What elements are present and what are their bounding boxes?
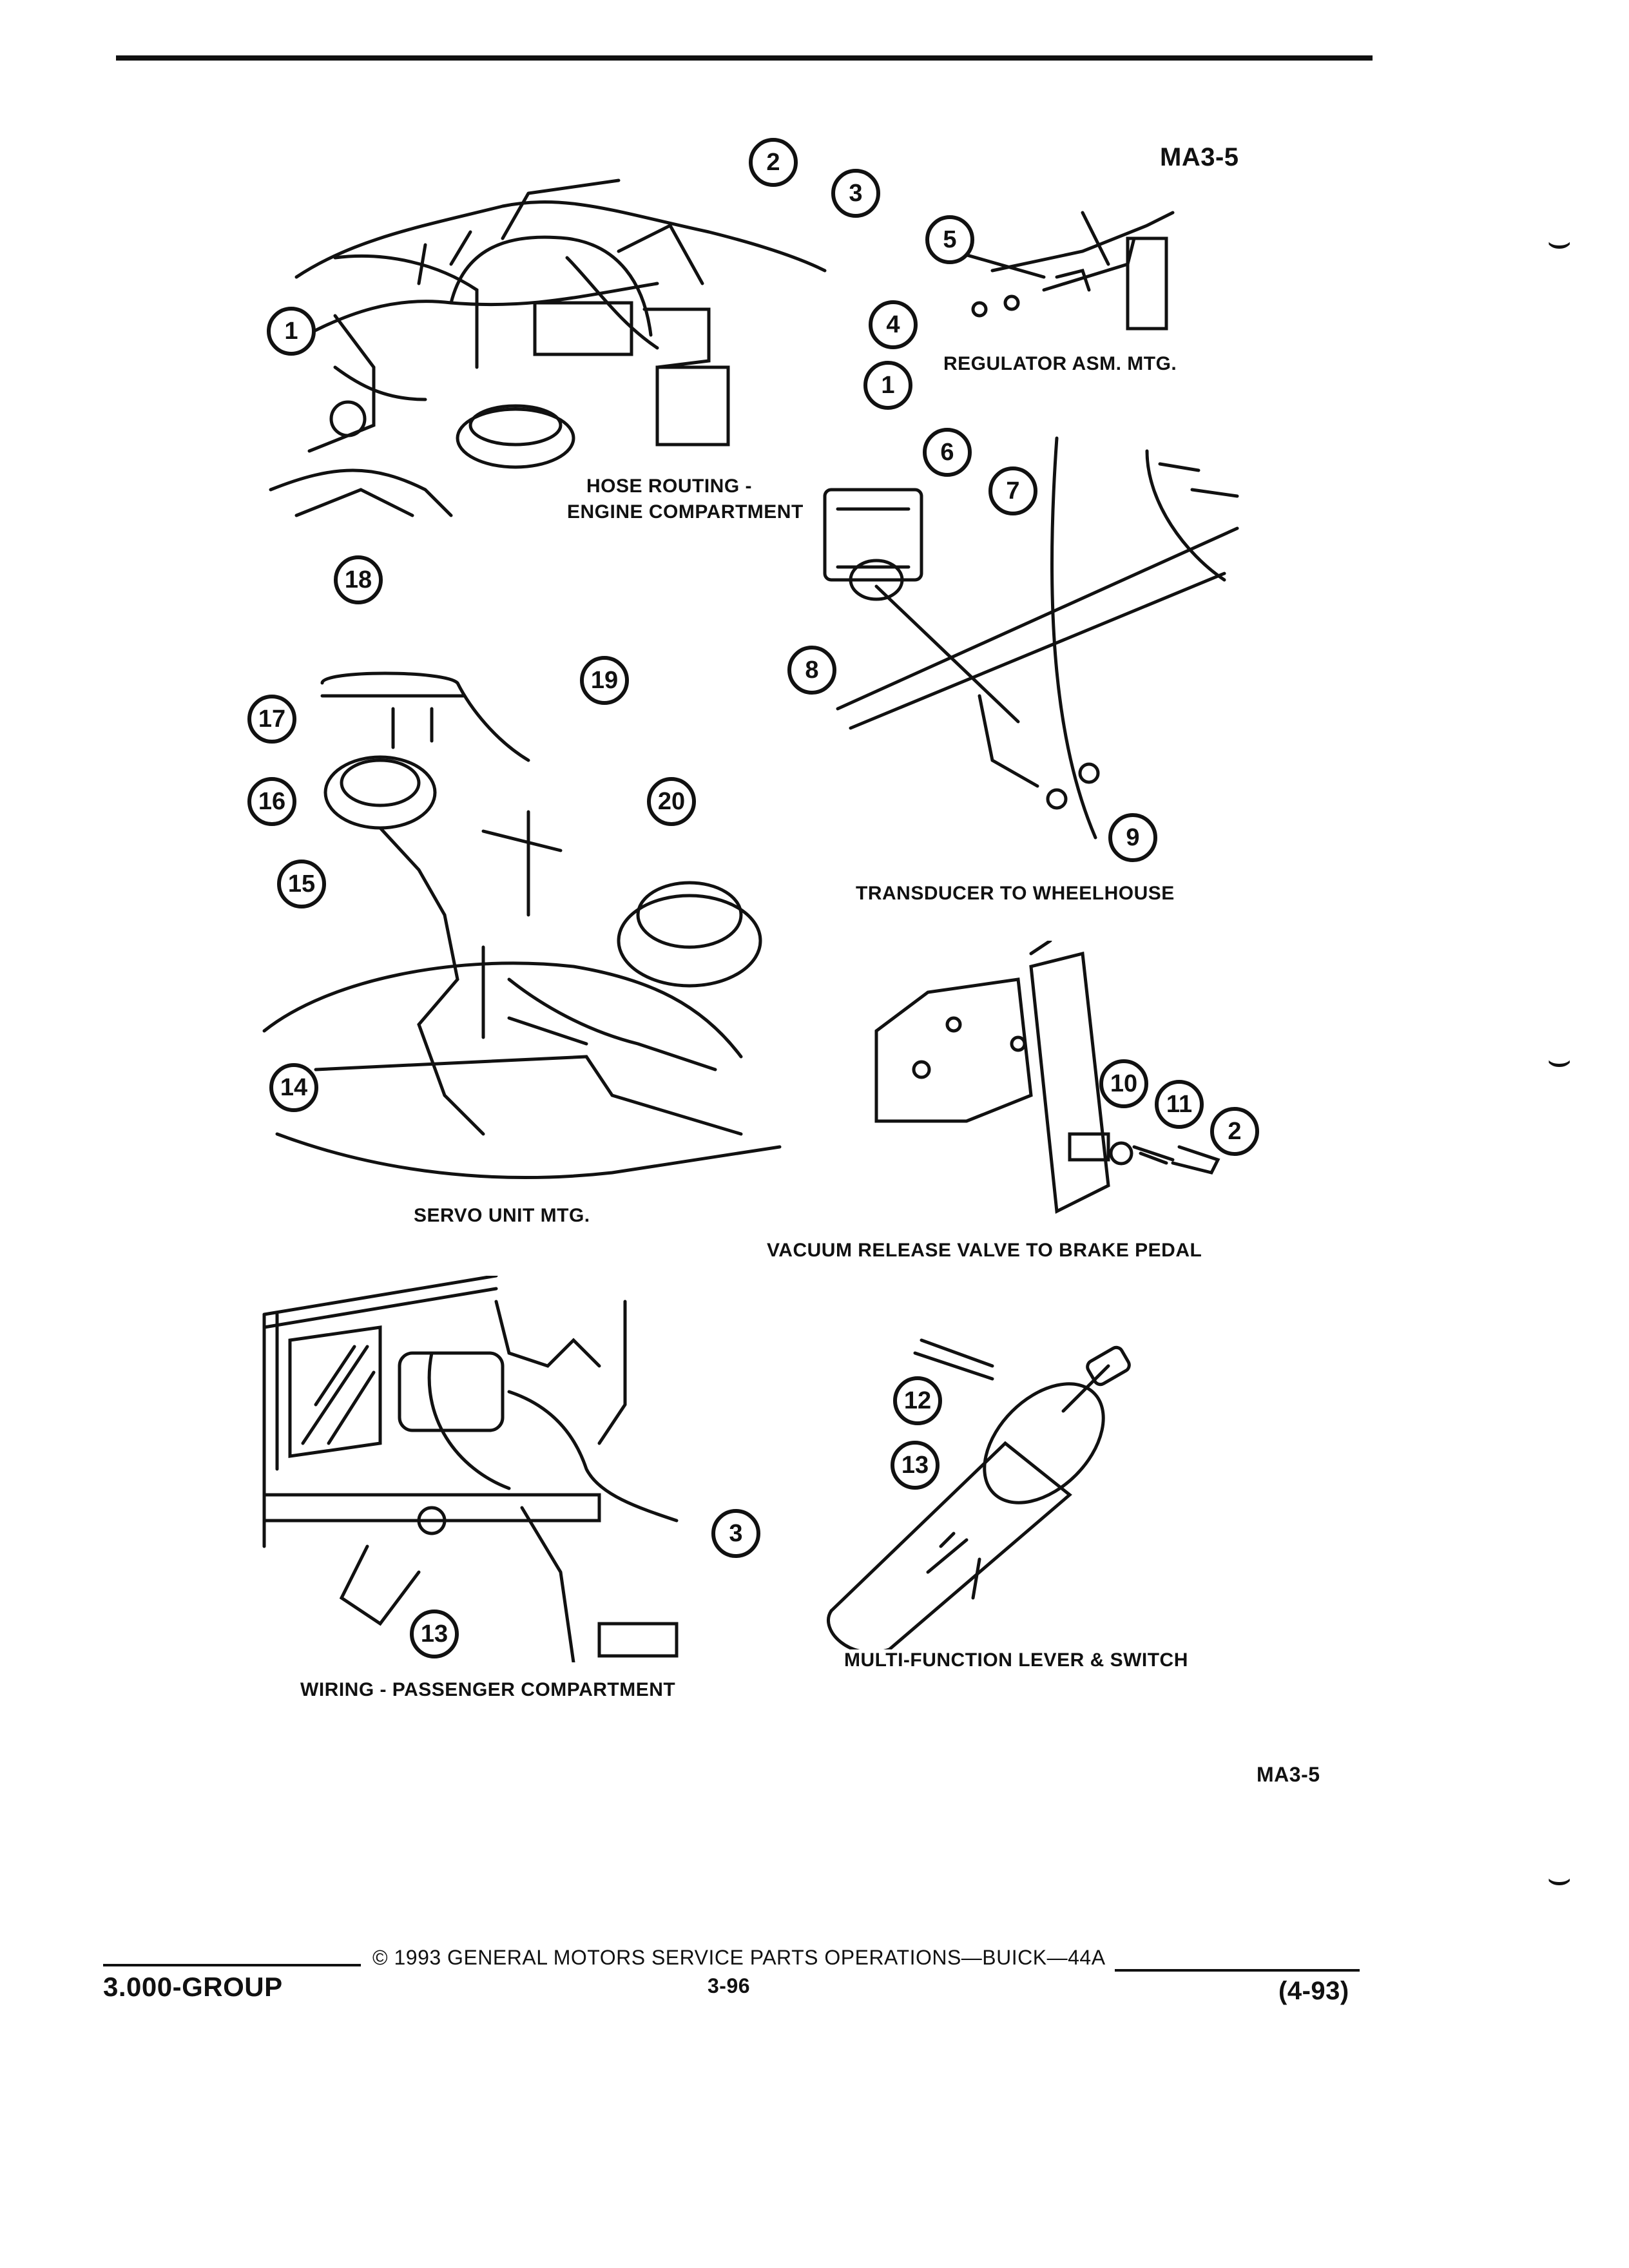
callout-10-vacuum: 10 [1099,1059,1148,1108]
caption-multi-function: MULTI-FUNCTION LEVER & SWITCH [844,1649,1188,1671]
callout-11-vacuum: 11 [1155,1080,1204,1129]
transducer-illustration [786,425,1250,850]
callout-2-vacuum: 2 [1210,1107,1259,1156]
callout-15-servo: 15 [277,860,326,908]
callout-9-transducer: 9 [1108,813,1157,862]
header-figure-code: MA3-5 [1160,143,1239,171]
callout-6-transducer: 6 [923,428,972,477]
footer-group: 3.000-GROUP [103,1972,283,2002]
callout-16-servo: 16 [247,777,296,826]
footer-rule-right [1115,1969,1360,1972]
binding-mark-1: ⌣ [1547,220,1572,263]
callout-5-regulator: 5 [925,215,974,264]
callout-13-multifunction: 13 [891,1441,940,1490]
footer-date: (4-93) [1278,1977,1349,2005]
caption-wiring: WIRING - PASSENGER COMPARTMENT [300,1679,676,1700]
callout-1-hose-left: 1 [267,307,316,356]
callout-2-hose: 2 [749,138,798,187]
callout-18-servo: 18 [334,555,383,604]
caption-regulator: REGULATOR ASM. MTG. [943,353,1177,374]
callout-17-servo: 17 [247,695,296,744]
callout-3-hose: 3 [831,169,880,218]
hose-routing-illustration [258,155,838,580]
caption-transducer: TRANSDUCER TO WHEELHOUSE [856,883,1175,904]
callout-19-servo: 19 [580,656,629,705]
caption-hose-routing-line2: ENGINE COMPARTMENT [567,501,804,523]
servo-unit-illustration [251,644,831,1205]
callout-7-transducer: 7 [988,466,1037,515]
callout-8-transducer: 8 [787,646,836,695]
wiring-passenger-illustration [238,1274,754,1664]
footer-copyright: © 1993 GENERAL MOTORS SERVICE PARTS OPER… [372,1946,1106,1969]
caption-hose-routing-line1: HOSE ROUTING - [586,476,753,497]
callout-14-servo: 14 [269,1063,318,1112]
regulator-assembly-illustration [915,200,1186,367]
caption-vacuum-release: VACUUM RELEASE VALVE TO BRAKE PEDAL [767,1240,1202,1261]
footer-figure-code: MA3-5 [1257,1763,1320,1786]
footer-page-number: 3-96 [708,1974,751,1997]
callout-4-regulator: 4 [869,300,918,349]
binding-mark-2: ⌣ [1547,1038,1572,1081]
callout-1-hose-right: 1 [863,361,912,410]
caption-servo-unit: SERVO UNIT MTG. [414,1205,590,1226]
callout-13-wiring: 13 [410,1610,459,1658]
vacuum-release-valve-illustration [851,939,1250,1237]
binding-mark-3: ⌣ [1547,1856,1572,1899]
footer-rule-left [103,1964,361,1966]
callout-3-wiring: 3 [711,1509,760,1558]
callout-12-multifunction: 12 [893,1376,942,1425]
top-rule [116,55,1373,61]
callout-20-servo: 20 [647,777,696,826]
multi-function-lever-illustration [812,1327,1186,1655]
